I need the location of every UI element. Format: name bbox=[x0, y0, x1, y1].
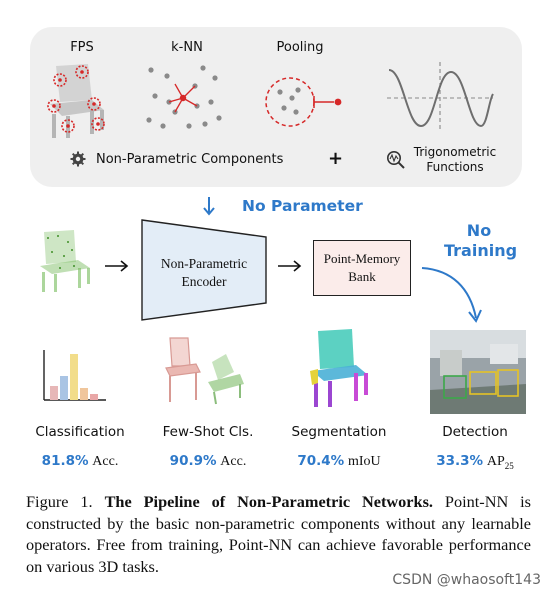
metric-classification: 81.8% Acc. bbox=[41, 453, 119, 469]
figure-caption: Figure 1. The Pipeline of Non-Parametric… bbox=[26, 491, 531, 577]
knn-illustration bbox=[146, 65, 222, 129]
nonparametric-encoder-block bbox=[141, 219, 267, 321]
fps-label: FPS bbox=[70, 40, 94, 55]
no-parameter-label: No Parameter bbox=[242, 197, 363, 215]
caption-title: The Pipeline of Non-Parametric Networks. bbox=[104, 492, 433, 511]
knn-label: k-NN bbox=[171, 40, 203, 55]
gear-icon bbox=[70, 151, 86, 167]
task-name-few-shot: Few-Shot Cls. bbox=[162, 424, 254, 440]
caption-body: Point-NN is constructed by the basic non… bbox=[26, 492, 531, 576]
fps-chair-illustration bbox=[47, 64, 105, 138]
metric-few-shot: 90.9% Acc. bbox=[169, 453, 247, 469]
input-chair-pointcloud bbox=[40, 230, 90, 292]
task-name-segmentation: Segmentation bbox=[291, 424, 387, 440]
few-shot-chairs-illustration bbox=[165, 337, 244, 405]
right-arrow-icon bbox=[105, 260, 129, 272]
down-arrow-icon bbox=[203, 197, 215, 216]
task-name-detection: Detection bbox=[442, 424, 508, 440]
task-name-classification: Classification bbox=[35, 424, 125, 440]
metric-detection: 33.3% AP25 bbox=[436, 453, 514, 471]
watermark: CSDN @whaosoft143 bbox=[392, 572, 541, 588]
classification-bar-illustration bbox=[43, 350, 106, 401]
segmentation-chair-illustration bbox=[310, 329, 368, 407]
magnifier-wave-icon bbox=[386, 150, 406, 170]
caption-prefix: Figure 1. bbox=[26, 492, 93, 511]
nonparametric-components-label: Non-Parametric Components bbox=[96, 152, 284, 167]
metric-segmentation: 70.4% mIoU bbox=[297, 453, 381, 469]
detection-scene-illustration bbox=[430, 330, 526, 414]
trigonometric-illustration bbox=[387, 62, 494, 132]
curved-arrow-icon bbox=[421, 267, 482, 323]
pooling-illustration bbox=[265, 77, 342, 127]
pooling-label: Pooling bbox=[276, 40, 324, 55]
plus-sign: + bbox=[328, 148, 344, 169]
right-arrow-icon bbox=[278, 260, 302, 272]
